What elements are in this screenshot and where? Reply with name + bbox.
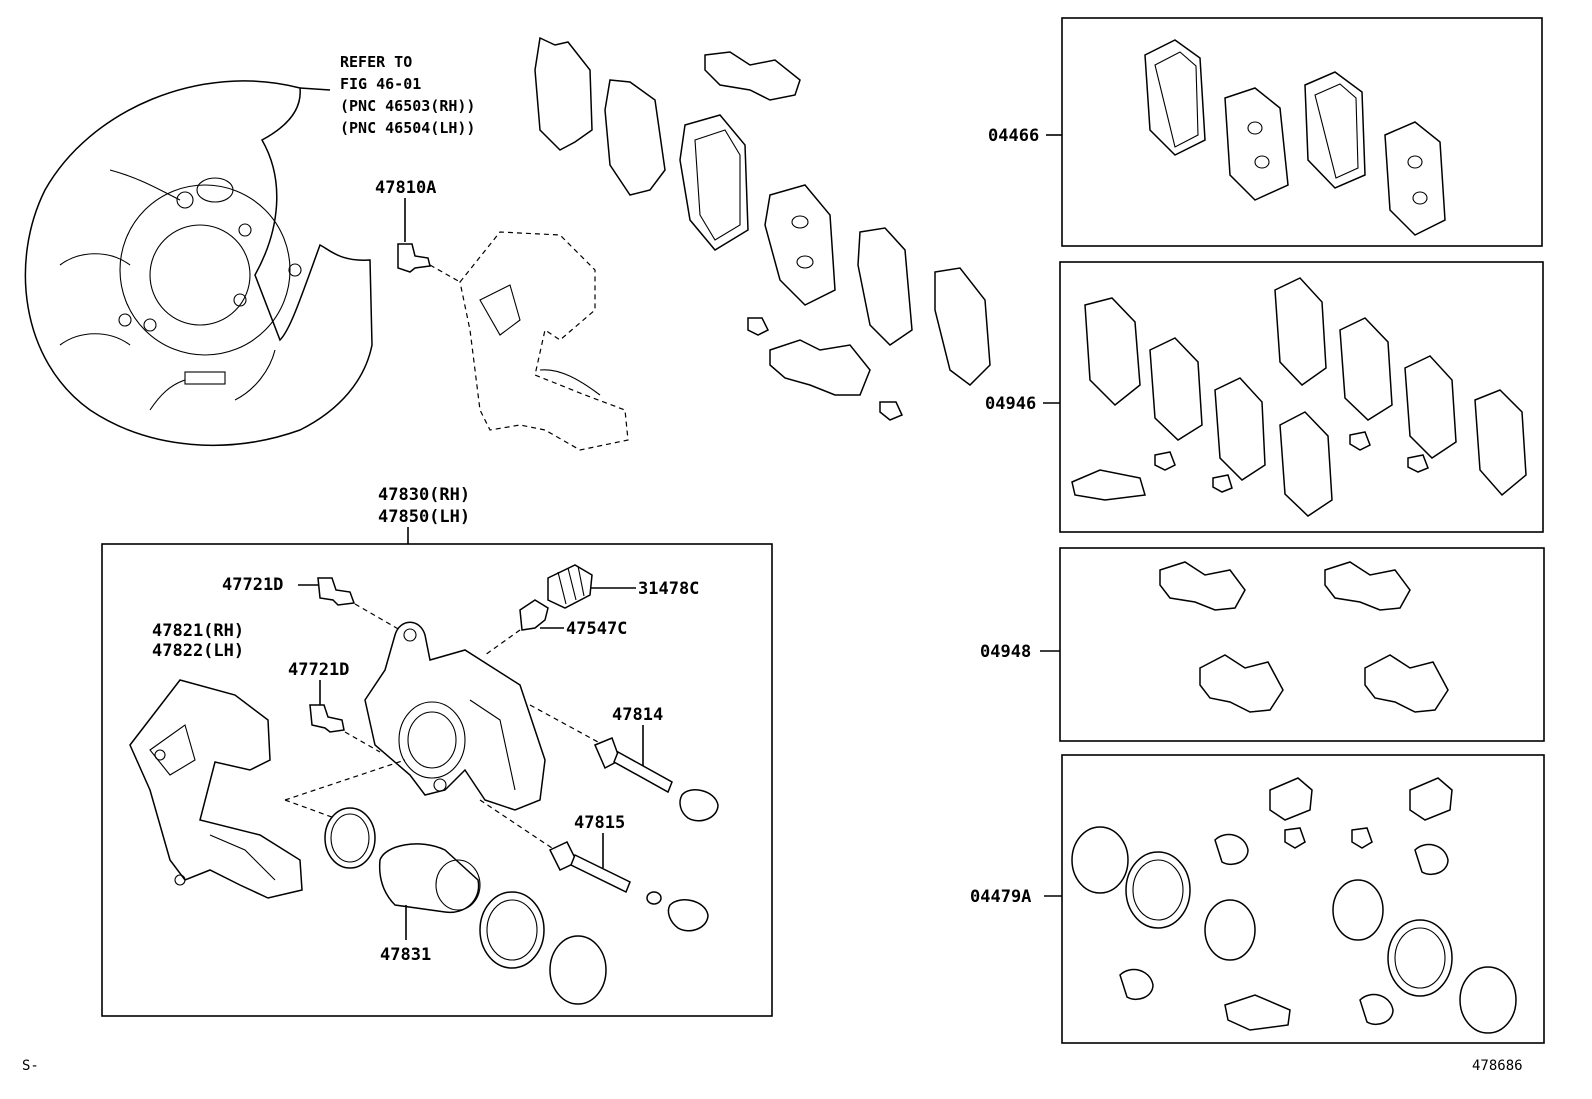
- label-47815: 47815: [574, 813, 625, 833]
- dust-shield: [24, 80, 373, 446]
- label-47721D-lower: 47721D: [288, 660, 349, 680]
- kit-04948-clips: [1159, 561, 1449, 713]
- kit-04479A-box: [1061, 754, 1545, 1044]
- refer-line-3: (PNC 46503(RH)): [340, 97, 475, 115]
- footer-right: 478686: [1472, 1058, 1523, 1074]
- refer-note: REFER TO FIG 46-01 (PNC 46503(RH)) (PNC …: [340, 53, 475, 137]
- kit-04946-pads: [1071, 277, 1527, 517]
- kit-04479A-seals: [1071, 777, 1517, 1034]
- kit-04946-box: [1059, 261, 1544, 533]
- label-47821: 47821(RH): [152, 621, 244, 641]
- label-04948: 04948: [980, 642, 1031, 662]
- refer-line-1: REFER TO: [340, 53, 412, 71]
- label-04466: 04466: [988, 126, 1039, 146]
- label-47547C: 47547C: [566, 619, 627, 639]
- brake-pads-top: [534, 36, 991, 421]
- label-47822: 47822(LH): [152, 641, 244, 661]
- label-47810A: 47810A: [375, 178, 436, 198]
- bolt-47810A-group: 47810A: [375, 178, 629, 451]
- kit-04948-box: [1059, 547, 1545, 742]
- label-04479A: 04479A: [970, 887, 1031, 907]
- footer-left: S-: [22, 1058, 39, 1074]
- label-47830: 47830(RH): [378, 485, 470, 505]
- refer-line-2: FIG 46-01: [340, 75, 421, 93]
- label-47721D-upper: 47721D: [222, 575, 283, 595]
- caliper-assembly-box: [101, 543, 773, 1017]
- refer-line-4: (PNC 46504(LH)): [340, 119, 475, 137]
- label-47814: 47814: [612, 705, 663, 725]
- label-47850: 47850(LH): [378, 507, 470, 527]
- label-47831: 47831: [380, 945, 431, 965]
- kit-04466-pads: [1144, 39, 1446, 236]
- label-04946: 04946: [985, 394, 1036, 414]
- kit-04466-box: [1061, 17, 1543, 247]
- label-31478C: 31478C: [638, 579, 699, 599]
